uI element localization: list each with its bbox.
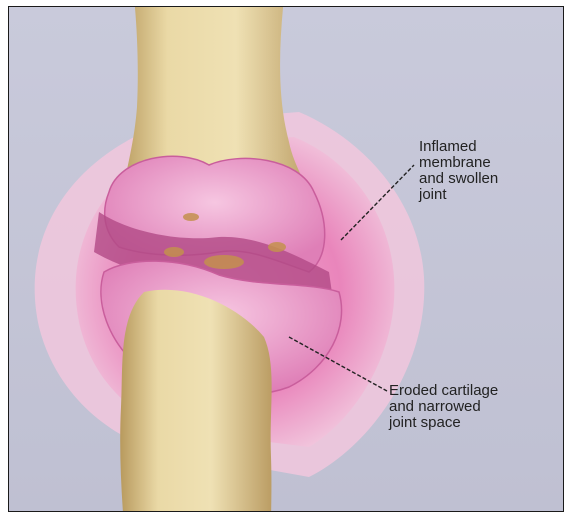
joint-drawing — [9, 7, 564, 512]
label-line: and swollen — [419, 171, 498, 187]
inflamed-membrane-label: Inflamed membrane and swollen joint — [419, 139, 498, 203]
label-line: Inflamed — [419, 139, 498, 155]
label-line: membrane — [419, 155, 498, 171]
eroded-cartilage-label: Eroded cartilage and narrowed joint spac… — [389, 383, 498, 431]
lower-bone — [120, 290, 271, 512]
label-line: joint space — [389, 415, 498, 431]
joint-illustration: Inflamed membrane and swollen joint Erod… — [8, 6, 564, 512]
label-line: Eroded cartilage — [389, 383, 498, 399]
label-line: and narrowed — [389, 399, 498, 415]
label-line: joint — [419, 187, 498, 203]
